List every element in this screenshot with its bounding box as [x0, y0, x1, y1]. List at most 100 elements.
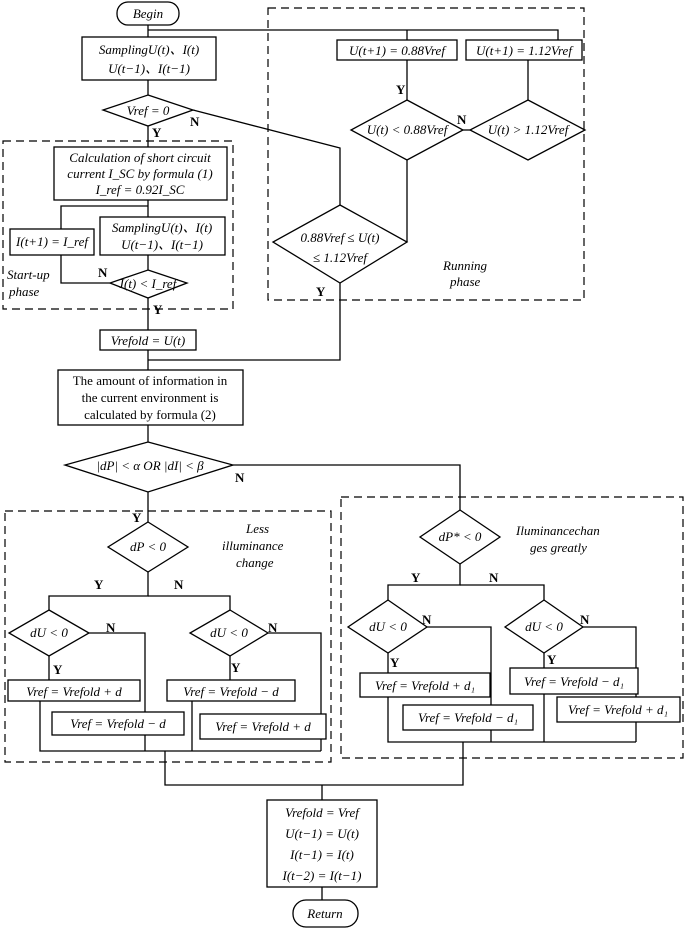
sampling-box-2: [99, 216, 226, 256]
n-label-u-lt-088: N: [457, 112, 467, 127]
n-label-it-iref: N: [98, 265, 108, 280]
calc-isc-box: [53, 146, 228, 201]
running-phase-line1: Running: [442, 258, 488, 273]
it1-iref-label: I(t+1) = I_ref: [15, 234, 90, 249]
running-phase-line2: phase: [449, 274, 481, 289]
vrefold-u-label: Vrefold = U(t): [111, 333, 185, 348]
range-cond-line1: 0.88Vref ≤ U(t): [301, 230, 380, 245]
sampling-2-line1: SamplingU(t)、I(t): [112, 220, 212, 235]
y-label-du-a: Y: [53, 662, 63, 677]
vref-plus-d-box-a: [7, 679, 141, 702]
vref-zero-decision: [101, 94, 195, 127]
startup-phase-line1: Start-up: [7, 267, 50, 282]
less-illum-line1: Less: [245, 521, 269, 536]
vref-plus-d-label-b: Vref = Vrefold + d: [215, 719, 311, 734]
du-lt0-decision-b: [188, 609, 270, 657]
vref-minus-d-label-a: Vref = Vrefold − d: [70, 716, 166, 731]
illuminance-great-region: [340, 496, 684, 759]
du-lt0-label-a: dU < 0: [30, 625, 68, 640]
vref-minus-d1-box-a: [402, 704, 534, 731]
range-decision: [271, 204, 409, 284]
update-line1: Vrefold = Vref: [285, 805, 361, 820]
sampling-1-line1: SamplingU(t)、I(t): [99, 42, 199, 57]
calc-line2: current I_SC by formula (1): [67, 166, 212, 181]
vref-plus-d-label-a: Vref = Vrefold + d: [26, 684, 122, 699]
startup-phase-region: [2, 140, 234, 310]
n-label-dp-lt0: N: [174, 577, 184, 592]
n-label-du-a: N: [106, 620, 116, 635]
calc-line1: Calculation of short circuit: [69, 150, 211, 165]
n-label-du-b: N: [268, 620, 278, 635]
u-lt-088-label: U(t) < 0.88Vref: [367, 122, 450, 137]
info-box: [57, 369, 244, 426]
calc-line3: I_ref = 0.92I_SC: [95, 182, 185, 197]
vref-plus-d1-box-b: [556, 696, 681, 723]
vref-minus-d1-box-b: [509, 667, 639, 695]
y-label-du-d: Y: [547, 652, 557, 667]
running-phase-region: [267, 7, 585, 301]
u-gt-112-decision: [468, 99, 587, 161]
return-terminal: [292, 899, 359, 928]
u-lt-088-decision: [349, 99, 465, 161]
y-label-it-iref: Y: [153, 302, 163, 317]
begin-label: Begin: [133, 6, 163, 21]
y-label-dpstar: Y: [411, 570, 421, 585]
it-lt-iref-decision: [108, 269, 189, 299]
return-label: Return: [306, 906, 342, 921]
less-illum-line2: illuminance: [222, 538, 284, 553]
dp-lt0-label: dP < 0: [130, 539, 166, 554]
n-label-du-d: N: [580, 612, 590, 627]
branch-labels: Y N N Y Y Y N N Y Y N N Y N Y Y N N Y N …: [53, 82, 590, 677]
info-line3: calculated by formula (2): [84, 407, 216, 422]
dp-condition-label: |dP| < α OR |dI| < β: [96, 458, 204, 473]
y-label-dp-lt0: Y: [94, 577, 104, 592]
vref-plus-d1-label-b: Vref = Vrefold + d₁: [568, 702, 668, 717]
vref-minus-d1-label-a: Vref = Vrefold − d₁: [418, 710, 518, 725]
y-label-du-c: Y: [390, 655, 400, 670]
n-label-dp-cond: N: [235, 470, 245, 485]
n-label-vref-zero: N: [190, 114, 200, 129]
info-line1: The amount of information in: [73, 373, 228, 388]
begin-terminal: [116, 1, 180, 26]
y-label-range: Y: [316, 284, 326, 299]
less-illum-line3: change: [236, 555, 274, 570]
n-label-du-c: N: [422, 612, 432, 627]
vref-plus-d1-label-a: Vref = Vrefold + d₁: [375, 678, 475, 693]
illum-great-line2: ges greatly: [530, 540, 587, 555]
sampling-1-line2: U(t−1)、I(t−1): [108, 61, 190, 76]
du-lt0-label-c: dU < 0: [369, 619, 407, 634]
y-label-dp-cond: Y: [132, 510, 142, 525]
vref-minus-d1-label-b: Vref = Vrefold − d₁: [524, 674, 624, 689]
vref-plus-d1-box-a: [359, 672, 491, 698]
vref-minus-d-box-a: [51, 711, 185, 736]
set-112-label: U(t+1) = 1.12Vref: [476, 43, 574, 58]
dp-condition-decision: [62, 441, 236, 493]
du-lt0-decision-d: [503, 599, 585, 654]
y-label-vref-zero: Y: [152, 125, 162, 140]
du-lt0-label-b: dU < 0: [210, 625, 248, 640]
vref-plus-d-box-b: [199, 713, 327, 740]
it-lt-iref-label: I(t) < I_ref: [119, 276, 179, 291]
info-line2: the current environment is: [82, 390, 219, 405]
set-112-box: [465, 39, 583, 61]
set-088-label: U(t+1) = 0.88Vref: [349, 43, 447, 58]
dpstar-lt0-label: dP* < 0: [439, 529, 482, 544]
vrefold-u-box: [99, 329, 197, 351]
update-line2: U(t−1) = U(t): [285, 826, 359, 841]
startup-phase-line2: phase: [8, 284, 40, 299]
connectors: [39, 25, 637, 900]
n-label-dpstar: N: [489, 570, 499, 585]
vref-zero-label: Vref = 0: [127, 103, 170, 118]
du-lt0-label-d: dU < 0: [525, 619, 563, 634]
sampling-2-line2: U(t−1)、I(t−1): [121, 237, 203, 252]
y-label-du-b: Y: [231, 660, 241, 675]
illum-great-line1: Iluminancechan: [515, 523, 600, 538]
u-gt-112-label: U(t) > 1.12Vref: [488, 122, 571, 137]
it1-iref-box: [9, 228, 95, 256]
y-label-u-lt-088: Y: [396, 82, 406, 97]
du-lt0-decision-c: [346, 599, 429, 654]
dp-lt0-decision: [106, 521, 190, 573]
dpstar-lt0-decision: [418, 509, 502, 565]
